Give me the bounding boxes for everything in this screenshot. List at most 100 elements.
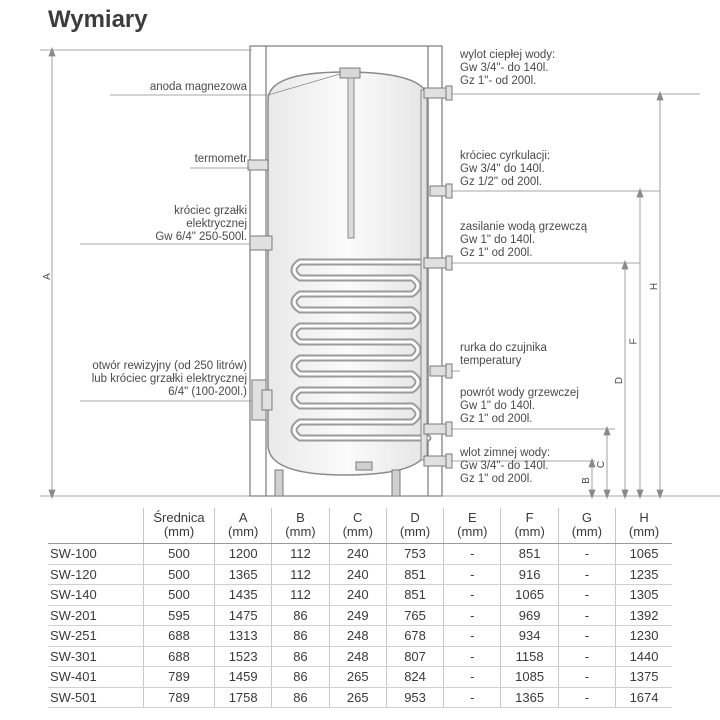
cell-e: - <box>443 687 501 708</box>
cell-b: 86 <box>271 666 330 688</box>
cell-model: SW-401 <box>48 666 144 688</box>
dimensions-table: Średnica(mm) A(mm) B(mm) C(mm) D(mm) E(m… <box>48 508 672 708</box>
circulation-connector <box>429 183 453 199</box>
table-row: SW-100 500 1200 112 240 753 - 851 - 1065 <box>48 543 672 565</box>
cell-b: 112 <box>271 564 330 585</box>
cell-b: 86 <box>271 646 330 667</box>
cell-g: - <box>557 646 616 667</box>
heating-return-connector <box>423 421 453 437</box>
heater-socket-connector <box>249 235 273 251</box>
cell-a: 1435 <box>213 584 272 606</box>
cell-h: 1375 <box>615 666 672 688</box>
cell-a: 1459 <box>213 666 272 688</box>
table-header-model <box>48 508 144 544</box>
cell-b: 86 <box>271 605 330 626</box>
cell-diameter: 500 <box>143 543 215 565</box>
label-hot-water-outlet: wylot ciepłej wody: Gw 3/4"- do 140l. Gz… <box>460 49 556 87</box>
cell-f: 916 <box>500 564 559 585</box>
table-row: SW-120 500 1365 112 240 851 - 916 - 1235 <box>48 564 672 585</box>
cell-g: - <box>557 625 616 647</box>
table-header-b: B(mm) <box>271 508 330 544</box>
table-header-a: A(mm) <box>213 508 272 544</box>
cell-f: 1365 <box>500 687 559 708</box>
label-heater-socket: króciec grzałki elektrycznej Gw 6/4" 250… <box>155 205 247 243</box>
cell-h: 1235 <box>615 564 672 585</box>
cell-d: 851 <box>385 584 444 606</box>
cell-model: SW-100 <box>48 543 144 565</box>
cell-g: - <box>557 584 616 606</box>
cell-g: - <box>557 543 616 565</box>
label-inspection-opening: otwór rewizyjny (od 250 litrów) lub króc… <box>91 360 247 398</box>
cell-f: 934 <box>500 625 559 647</box>
cell-h: 1065 <box>615 543 672 565</box>
cell-a: 1365 <box>213 564 272 585</box>
table-row: SW-501 789 1758 86 265 953 - 1365 - 1674 <box>48 687 672 708</box>
thermometer-connector <box>247 159 269 171</box>
dim-letter-h: H <box>649 282 661 291</box>
cell-f: 1158 <box>500 646 559 667</box>
label-cold-water-inlet: wlot zimnej wody: Gw 3/4"- do 140l. Gz 1… <box>460 447 551 485</box>
cell-model: SW-140 <box>48 584 144 606</box>
dim-letter-c: C <box>596 460 608 469</box>
cell-a: 1758 <box>213 687 272 708</box>
cell-a: 1523 <box>213 646 272 667</box>
cell-d: 807 <box>385 646 444 667</box>
cell-e: - <box>443 625 501 647</box>
dim-letter-b: B <box>580 477 592 484</box>
cold-water-inlet-connector <box>423 453 453 469</box>
cell-f: 851 <box>500 543 559 565</box>
cell-diameter: 688 <box>143 625 215 647</box>
table-row: SW-401 789 1459 86 265 824 - 1085 - 1375 <box>48 666 672 688</box>
cell-model: SW-120 <box>48 564 144 585</box>
cell-d: 851 <box>385 564 444 585</box>
cell-b: 86 <box>271 687 330 708</box>
cell-diameter: 789 <box>143 687 215 708</box>
cell-h: 1392 <box>615 605 672 626</box>
cell-d: 953 <box>385 687 444 708</box>
cell-g: - <box>557 564 616 585</box>
hot-water-outlet-connector <box>423 85 453 101</box>
label-heating-supply: zasilanie wodą grzewczą Gw 1" do 140l. G… <box>460 221 588 259</box>
cell-c: 265 <box>328 666 387 688</box>
cell-g: - <box>557 605 616 626</box>
cell-g: - <box>557 687 616 708</box>
cell-model: SW-251 <box>48 625 144 647</box>
cell-h: 1674 <box>615 687 672 708</box>
cell-e: - <box>443 605 501 626</box>
table-row: SW-201 595 1475 86 249 765 - 969 - 1392 <box>48 605 672 626</box>
cell-c: 248 <box>328 625 387 647</box>
cell-model: SW-301 <box>48 646 144 667</box>
cell-g: - <box>557 666 616 688</box>
label-heating-return: powrót wody grzewczej Gw 1" do 140l. Gz … <box>460 387 579 425</box>
cell-d: 678 <box>385 625 444 647</box>
cell-c: 240 <box>328 584 387 606</box>
cell-f: 1085 <box>500 666 559 688</box>
table-row: SW-301 688 1523 86 248 807 - 1158 - 1440 <box>48 646 672 667</box>
cell-model: SW-201 <box>48 605 144 626</box>
label-sensor-tube: rurka do czujnika temperatury <box>460 342 547 367</box>
label-circulation: króciec cyrkulacji: Gw 3/4" do 140l. Gz … <box>460 150 551 188</box>
cell-h: 1230 <box>615 625 672 647</box>
cell-h: 1440 <box>615 646 672 667</box>
table-header-d: D(mm) <box>385 508 444 544</box>
label-magnesium-anode: anoda magnezowa <box>149 81 247 93</box>
sensor-tube <box>420 89 428 461</box>
table-row: SW-140 500 1435 112 240 851 - 1065 - 130… <box>48 584 672 606</box>
cell-e: - <box>443 584 501 606</box>
heating-supply-connector <box>423 255 453 271</box>
cell-c: 249 <box>328 605 387 626</box>
cell-a: 1475 <box>213 605 272 626</box>
dimension-lines <box>40 46 664 500</box>
dim-letter-f: F <box>628 338 640 345</box>
cell-diameter: 500 <box>143 564 215 585</box>
table-row: SW-251 688 1313 86 248 678 - 934 - 1230 <box>48 625 672 647</box>
cell-diameter: 789 <box>143 666 215 688</box>
cell-c: 265 <box>328 687 387 708</box>
cell-d: 824 <box>385 666 444 688</box>
cell-c: 240 <box>328 543 387 565</box>
table-header-c: C(mm) <box>328 508 387 544</box>
cell-a: 1313 <box>213 625 272 647</box>
cell-b: 112 <box>271 584 330 606</box>
label-thermometer: termometr <box>194 153 247 165</box>
cell-diameter: 688 <box>143 646 215 667</box>
